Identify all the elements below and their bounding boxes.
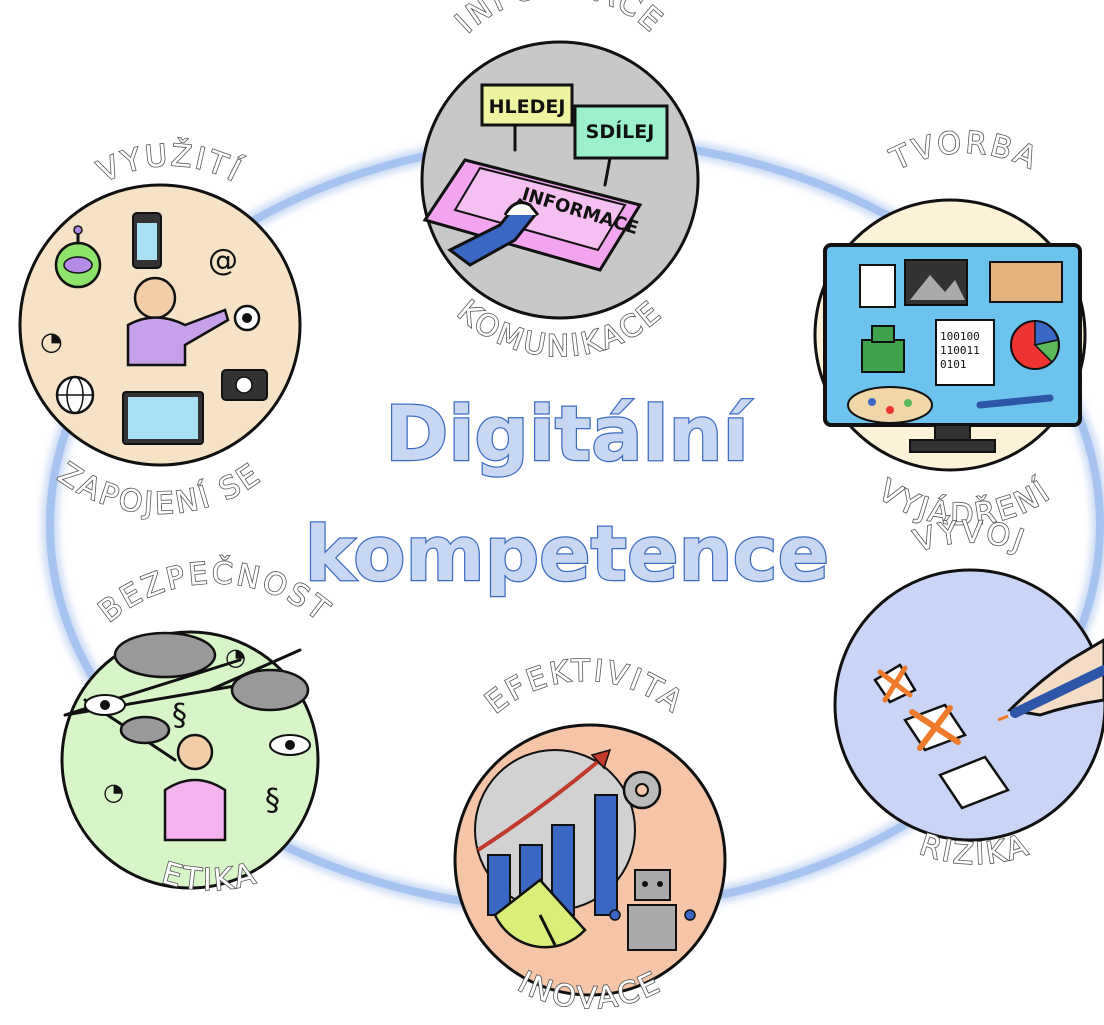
pointing-hand-icon — [447, 197, 540, 267]
film-strip-icon — [989, 261, 1063, 303]
area-tvorba: 100100 110011 0101 TVORBA VYJÁDŘENÍ — [813, 125, 1087, 534]
robot-icon — [609, 869, 696, 951]
wifi-icon: ◔ — [225, 643, 246, 671]
wifi-icon: ◔ — [40, 327, 63, 357]
palette-icon — [847, 386, 933, 424]
cloud-icon — [113, 631, 310, 745]
svg-text:SDÍLEJ: SDÍLEJ — [586, 120, 655, 143]
binary-card — [935, 319, 995, 386]
phone-icon — [132, 212, 162, 269]
target-icon — [233, 304, 261, 332]
label-bezpecnost: BEZPEČNOST — [92, 554, 337, 630]
label-vyvoj: VÝVOJ — [910, 514, 1031, 559]
network-lines — [63, 648, 302, 762]
tag-hledej: HLEDEJ — [480, 83, 574, 152]
cube-icon — [861, 325, 905, 373]
clock-icon — [493, 878, 587, 949]
person-icon — [126, 276, 230, 367]
checkbox-icon — [873, 663, 917, 704]
area-efektivita: EFEKTIVITA INOVACE — [453, 653, 727, 1017]
globe-icon — [55, 375, 95, 415]
at-sign-icon: @ — [208, 243, 238, 278]
label-informace: INFORMACE — [449, 0, 671, 40]
svg-text:HLEDEJ: HLEDEJ — [489, 96, 566, 118]
paragraph-icon: § — [265, 783, 280, 818]
diagram-title-line1: Digitální — [385, 389, 752, 478]
pie-chart-icon — [1010, 320, 1060, 370]
robot-icon — [54, 225, 102, 289]
area-informace: INFORMACE HLEDEJ SDÍLEJ INFORMACE KOMUNI… — [420, 0, 700, 365]
image-icon — [904, 259, 968, 306]
binary-line-1: 100100 — [940, 330, 980, 343]
diagram-title-line2: kompetence — [305, 509, 829, 598]
pen-icon — [976, 394, 1054, 409]
eye-icon — [84, 694, 311, 756]
camera-icon — [221, 369, 268, 401]
label-efektivita: EFEKTIVITA — [479, 654, 691, 721]
area-vyvoj: VÝVOJ RIZIKA — [833, 514, 1104, 873]
wifi-icon: ◔ — [103, 778, 124, 806]
checkbox-icon — [903, 703, 967, 752]
binary-line-3: 0101 — [940, 358, 967, 371]
gear-icon — [622, 770, 662, 810]
hand-with-pen-icon — [997, 638, 1104, 722]
label-vyuziti: VYUŽITÍ — [93, 137, 249, 190]
binary-line-2: 110011 — [940, 344, 980, 357]
tag-sdilej: SDÍLEJ — [573, 104, 669, 187]
label-tvorba: TVORBA — [885, 125, 1045, 178]
tablet-icon — [122, 391, 204, 445]
checkbox-icon — [938, 755, 1010, 810]
bar-chart-icon — [476, 748, 618, 916]
document-icon — [859, 264, 896, 308]
paragraph-icon: § — [172, 698, 187, 733]
person-icon — [163, 733, 227, 842]
